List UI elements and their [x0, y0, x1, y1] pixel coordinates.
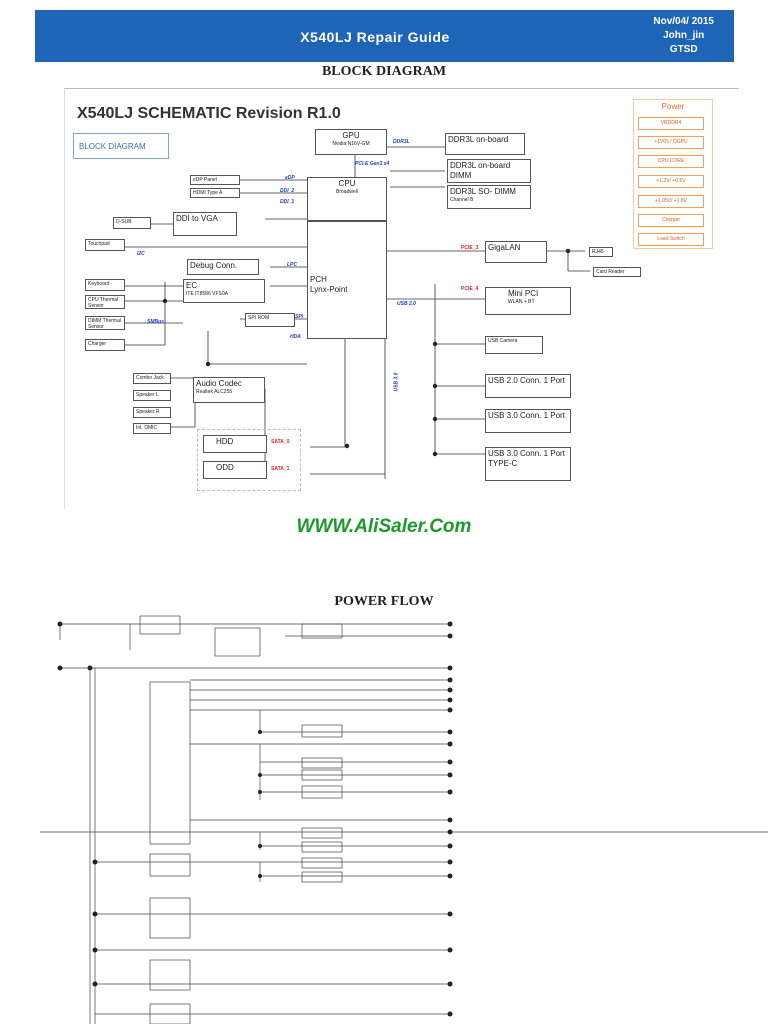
gpu-label: GPU	[342, 131, 360, 140]
ddr-sodimm-label: DDR3L SO- DIMM	[450, 187, 516, 196]
storage-group	[197, 429, 301, 491]
ddr-onboard-block: DDR3L on-board	[445, 133, 525, 155]
bus-i2c: I2C	[137, 251, 145, 257]
usb30-block: USB 3.0 Conn. 1 Port	[485, 409, 571, 433]
cpu-label: CPU	[338, 179, 356, 188]
power-flow-section-title: POWER FLOW	[334, 594, 434, 609]
gpu-sub: Nvidia N16V-GM	[332, 141, 370, 147]
bus-pcie-wlan: PCIE_4	[461, 286, 479, 292]
bus-smbus: SMBus	[147, 319, 164, 325]
debug-label: Debug Conn.	[190, 261, 238, 270]
cpu-thermal-block: CPU Thermal Sensor	[85, 295, 125, 309]
power-item: Charger	[638, 214, 704, 227]
hdd-label: HDD	[216, 437, 234, 446]
pch-label: PCH	[310, 275, 327, 284]
power-item: Load Switch	[638, 233, 704, 246]
ddr-sodimm-block: DDR3L SO- DIMM Channel B	[447, 185, 531, 209]
ec-block: EC ITE IT8586 VFS0A	[183, 279, 265, 303]
dsub-block: D-SUB	[113, 217, 151, 229]
combo-jack-block: Combo Jack	[133, 373, 171, 384]
minipci-label: Mini PCI	[508, 289, 539, 298]
bus-ddi2: DDI_2	[280, 188, 295, 194]
hdmi-block: HDMI Type A	[190, 188, 240, 198]
pch-block: PCH Lynx-Point	[307, 221, 387, 339]
usb30-label: USB 3.0 Conn. 1 Port	[488, 411, 565, 420]
usb30c-block: USB 3.0 Conn. 1 Port TYPE-C	[485, 447, 571, 481]
pch-sub: Lynx-Point	[310, 285, 348, 294]
power-item: CPU CORE	[638, 155, 704, 168]
minipci-sub: WLAN + BT	[508, 299, 535, 305]
bus-usb20: USB 2.0	[397, 301, 416, 307]
ddi-vga-label: DDI to VGA	[176, 214, 218, 223]
odd-block: ODD	[203, 461, 267, 479]
power-item: +1.05V/ +1.8V	[638, 195, 704, 208]
block-diagram: X540LJ SCHEMATIC Revision R1.0 BLOCK DIA…	[64, 88, 739, 509]
speaker-l-block: Speaker L	[133, 390, 171, 401]
dmic-block: Int. DMIC	[133, 423, 171, 434]
power-flow-diagram	[40, 610, 768, 1025]
camera-block: USB Camera	[485, 336, 543, 354]
schematic-title: X540LJ SCHEMATIC Revision R1.0	[77, 105, 341, 122]
card-reader-block: Card Reader	[593, 267, 641, 277]
audio-codec-sub: Realtek ALC255	[196, 389, 233, 395]
ec-label: EC	[186, 281, 198, 290]
gigalan-label: GigaLAN	[488, 243, 521, 252]
block-diagram-section-title: BLOCK DIAGRAM	[321, 64, 447, 79]
charger-block: Charger	[85, 339, 125, 351]
header-dept: GTSD	[669, 44, 698, 55]
ddr-dimm-block: DDR3L on-board DIMM	[447, 159, 531, 183]
audio-codec-label: Audio Codec	[196, 379, 242, 388]
header-meta: Nov/04/ 2015 John_jin GTSD	[653, 15, 714, 57]
ddr-dimm-label: DDR3L on-board DIMM	[450, 161, 511, 180]
block-diagram-tag: BLOCK DIAGRAM	[73, 133, 169, 159]
bus-pcie-lan: PCIE_3	[461, 245, 479, 251]
gigalan-block: GigaLAN	[485, 241, 547, 263]
power-title: Power	[661, 102, 685, 111]
dimm-thermal-block: DIMM Thermal Sensor	[85, 316, 125, 330]
header-author: John_jin	[663, 30, 705, 41]
ddr-onboard-label: DDR3L on-board	[448, 135, 509, 144]
document-title: X540LJ Repair Guide	[300, 29, 450, 45]
header-date: Nov/04/ 2015	[653, 16, 714, 27]
power-item: +1V05 / DGPU	[638, 136, 704, 149]
rj45-block: RJ45	[589, 247, 613, 257]
power-item: +1.2V/ +0.6V	[638, 175, 704, 188]
bus-lpc: LPC	[287, 262, 297, 268]
keyboard-block: Keyboard	[85, 279, 125, 291]
speaker-r-block: Speaker R	[133, 407, 171, 418]
touchpad-block: Touchpad	[85, 239, 125, 251]
edp-block: eDP Panel	[190, 175, 240, 185]
usb20-block: USB 2.0 Conn. 1 Port	[485, 374, 571, 398]
bus-spi: SPI	[295, 314, 304, 320]
minipci-block: Mini PCI WLAN + BT	[485, 287, 571, 315]
bus-hda: HDA	[290, 334, 301, 340]
bus-pcie: PCI-E Gen3 x4	[355, 161, 390, 167]
cpu-block: CPU Broadwell	[307, 177, 387, 221]
usb20-label: USB 2.0 Conn. 1 Port	[488, 376, 565, 385]
bus-edp: eDP	[285, 175, 295, 181]
power-item: VRDDR4	[638, 117, 704, 130]
bus-ddr3l: DDR3L	[393, 139, 410, 145]
ddr-sodimm-sub: Channel B	[450, 197, 474, 203]
debug-block: Debug Conn.	[187, 259, 259, 275]
bus-usb3: USB 3.0	[393, 372, 400, 392]
odd-label: ODD	[216, 463, 234, 472]
bus-sata0: SATA_0	[271, 439, 290, 445]
ddi-vga-block: DDI to VGA	[173, 212, 237, 236]
audio-codec-block: Audio Codec Realtek ALC255	[193, 377, 265, 403]
bus-sata1: SATA_1	[271, 466, 290, 472]
usb30c-label: USB 3.0 Conn. 1 Port TYPE-C	[488, 449, 565, 468]
ec-sub: ITE IT8586 VFS0A	[186, 291, 228, 297]
watermark-link[interactable]: WWW.AliSaler.Com	[296, 516, 472, 537]
cpu-sub: Broadwell	[336, 189, 358, 195]
document-header: X540LJ Repair Guide Nov/04/ 2015 John_ji…	[35, 10, 734, 62]
gpu-block: GPU Nvidia N16V-GM	[315, 129, 387, 155]
hdd-block: HDD	[203, 435, 267, 453]
power-panel: Power	[633, 99, 713, 249]
spi-rom-block: SPI ROM	[245, 313, 295, 327]
bus-ddi1: DDI_1	[280, 199, 295, 205]
power-flow-wires	[40, 615, 768, 1025]
